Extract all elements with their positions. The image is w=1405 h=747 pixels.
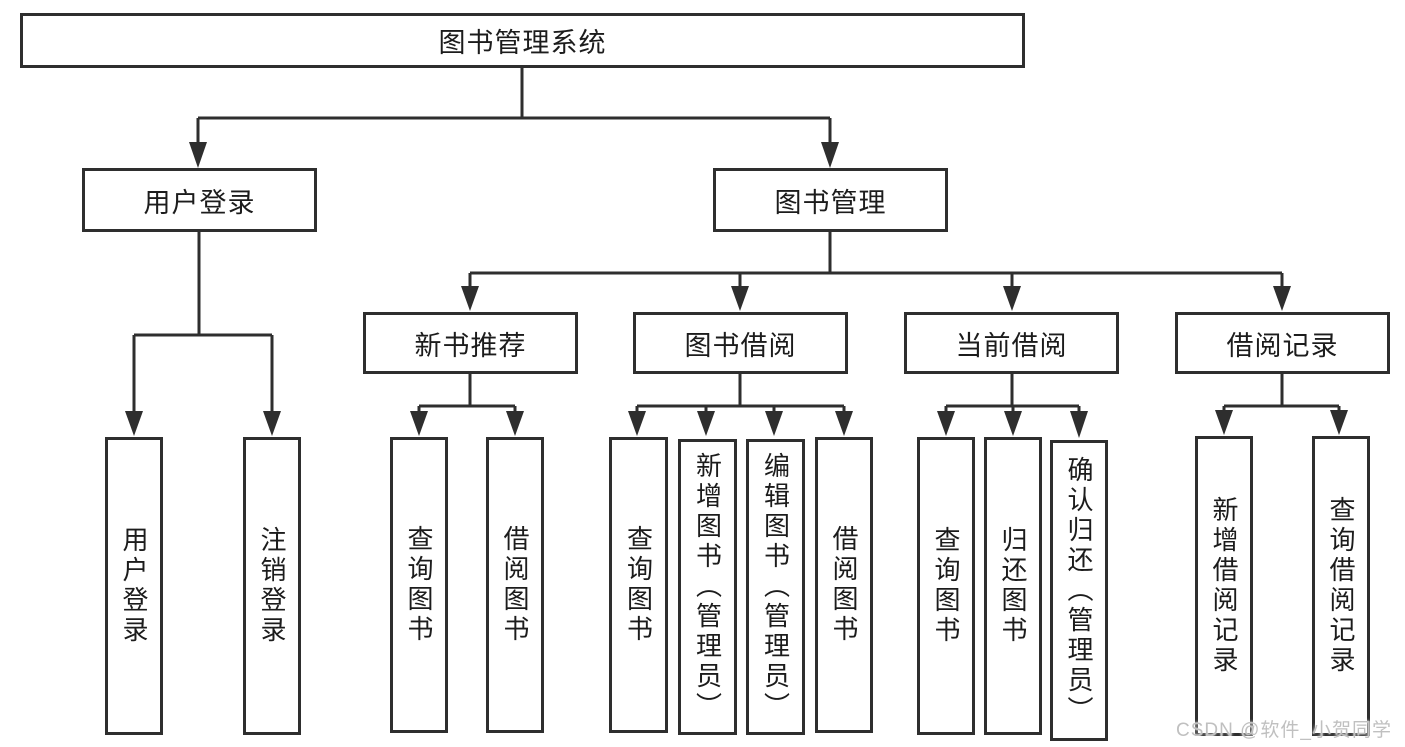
leaf-records-query-borrow-record: 查询借阅记录 — [1312, 436, 1370, 736]
csdn-watermark: CSDN @软件_小贺同学 — [1176, 720, 1392, 741]
leaf-borrow-borrow-books: 借阅图书 — [815, 437, 873, 733]
node-new-book-recommend: 新书推荐 — [363, 312, 578, 374]
leaf-user-login: 用户登录 — [105, 437, 163, 735]
leaf-borrow-add-books-admin: 新增图书（管理员） — [678, 439, 737, 735]
connector-root-to-level2 — [196, 68, 832, 145]
node-book-borrowing: 图书借阅 — [633, 312, 848, 374]
leaf-current-return-books: 归还图书 — [984, 437, 1042, 735]
connector-recommend-to-leaves — [417, 374, 517, 413]
leaf-recommend-query-books: 查询图书 — [390, 437, 448, 733]
leaf-logout: 注销登录 — [243, 437, 301, 735]
leaf-current-query-books: 查询图书 — [917, 437, 975, 735]
node-borrowing-records: 借阅记录 — [1175, 312, 1390, 374]
connector-borrow-to-leaves — [635, 374, 846, 413]
node-current-borrowing: 当前借阅 — [904, 312, 1119, 374]
connector-current-to-leaves — [944, 374, 1081, 413]
leaf-borrow-query-books: 查询图书 — [609, 437, 668, 733]
node-book-management: 图书管理 — [713, 168, 948, 232]
node-user-login: 用户登录 — [82, 168, 317, 232]
connector-management-to-level3 — [468, 232, 1284, 289]
arrowheads — [125, 142, 1348, 438]
leaf-current-confirm-return-admin: 确认归还（管理员） — [1050, 440, 1108, 741]
connector-login-to-leaves — [132, 232, 274, 413]
leaf-borrow-edit-books-admin: 编辑图书（管理员） — [746, 439, 805, 735]
leaf-recommend-borrow-books: 借阅图书 — [486, 437, 544, 733]
leaf-records-add-borrow-record: 新增借阅记录 — [1195, 436, 1253, 736]
connector-records-to-leaves — [1222, 374, 1341, 413]
node-library-management-system: 图书管理系统 — [20, 13, 1025, 68]
